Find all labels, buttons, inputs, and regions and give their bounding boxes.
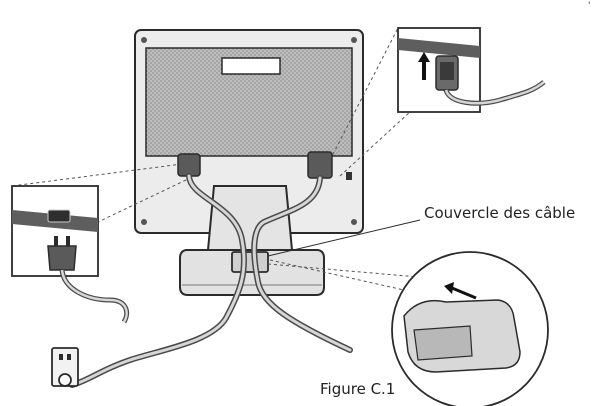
signal-connector-inset: [397, 27, 481, 113]
plug-inset-cable: [59, 269, 130, 324]
callout-leader: [267, 219, 421, 257]
left-arrow-icon: [451, 286, 477, 300]
wall-outlet: [51, 347, 79, 387]
power-plug-inset: [11, 185, 99, 277]
dashed-leader-lines: [11, 27, 431, 291]
corner-mark: ': [588, 1, 591, 11]
lock-slot: [346, 172, 352, 180]
signal-cable: [251, 175, 353, 353]
cable-cover-inset: [391, 251, 549, 406]
cable-cover-label: Couvercle des câble: [424, 204, 576, 222]
label-plate: [221, 57, 281, 75]
power-connector-on-monitor: [177, 153, 201, 177]
signal-connector-on-monitor: [307, 151, 333, 179]
cable-cover: [231, 251, 269, 273]
figure-caption: Figure C.1: [320, 380, 396, 398]
power-cord: [69, 173, 247, 388]
